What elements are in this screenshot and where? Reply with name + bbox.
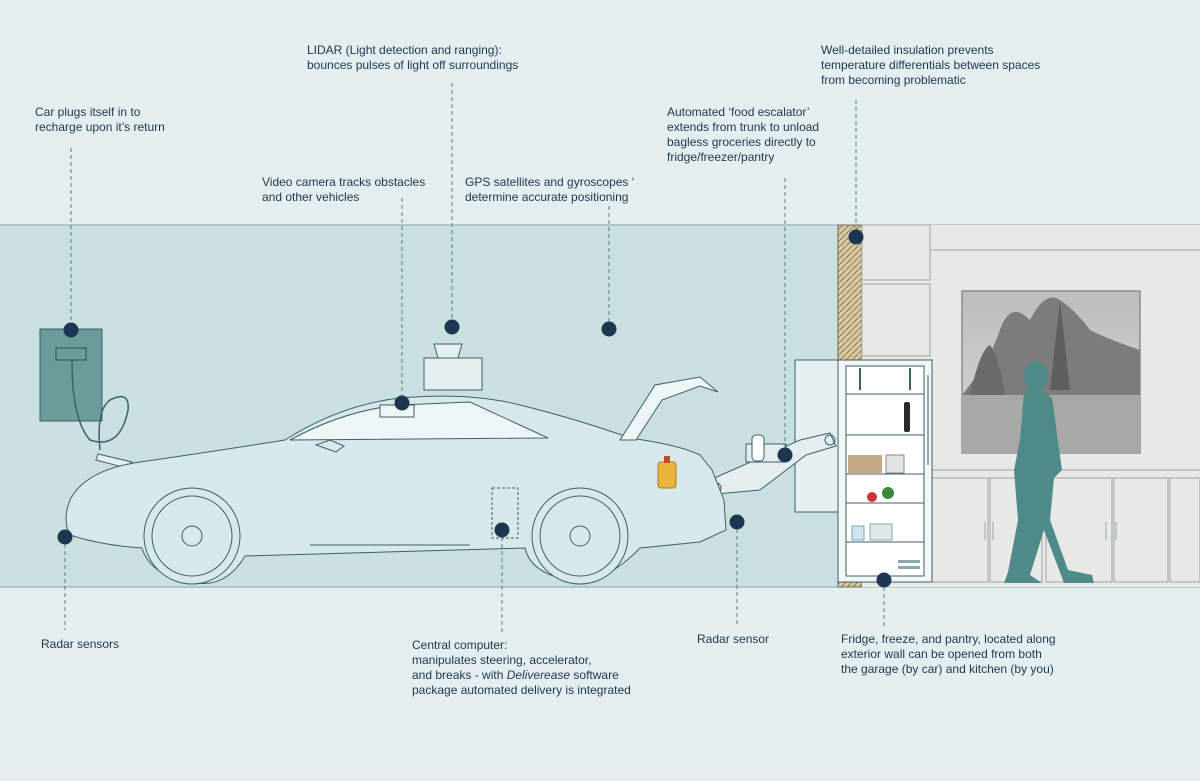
computer-line-4: package automated delivery is integrated [412, 683, 631, 697]
computer-line-3-post: software [570, 668, 619, 682]
callout-camera: Video camera tracks obstacles and other … [262, 175, 426, 204]
car-icon [65, 343, 727, 585]
food-escalator-icon [709, 432, 837, 495]
callout-radar-rear: Radar sensor [697, 632, 770, 646]
person-silhouette-icon [1004, 361, 1094, 583]
callout-lidar: LIDAR (Light detection and ranging): bou… [307, 43, 519, 72]
grocery-bottle-icon [657, 456, 677, 489]
callout-gps: GPS satellites and gyroscopes ‘ determin… [465, 175, 635, 204]
computer-line-3-pre: and breaks - with [412, 668, 507, 682]
callout-insulation: Well-detailed insulation prevents temper… [821, 43, 1041, 87]
leader-lines [64, 83, 885, 632]
charger-station-icon [39, 328, 133, 469]
callout-computer: Central computer: manipulates steering, … [412, 638, 652, 698]
fridge-unit-icon [794, 359, 933, 583]
callout-escalator: Automated ‘food escalator’ extends from … [667, 105, 820, 164]
computer-line-1: Central computer: [412, 638, 508, 652]
callout-charger: Car plugs itself in to recharge upon it’… [35, 105, 165, 134]
callout-dots [57, 229, 892, 588]
computer-line-3: and breaks - with Deliverease software [412, 668, 652, 683]
callout-radar-front: Radar sensors [41, 637, 120, 651]
computer-line-2: manipulates steering, accelerator, [412, 653, 592, 667]
callout-fridge: Fridge, freeze, and pantry, located alon… [841, 632, 1056, 676]
computer-software-name: Deliverease [506, 668, 571, 682]
